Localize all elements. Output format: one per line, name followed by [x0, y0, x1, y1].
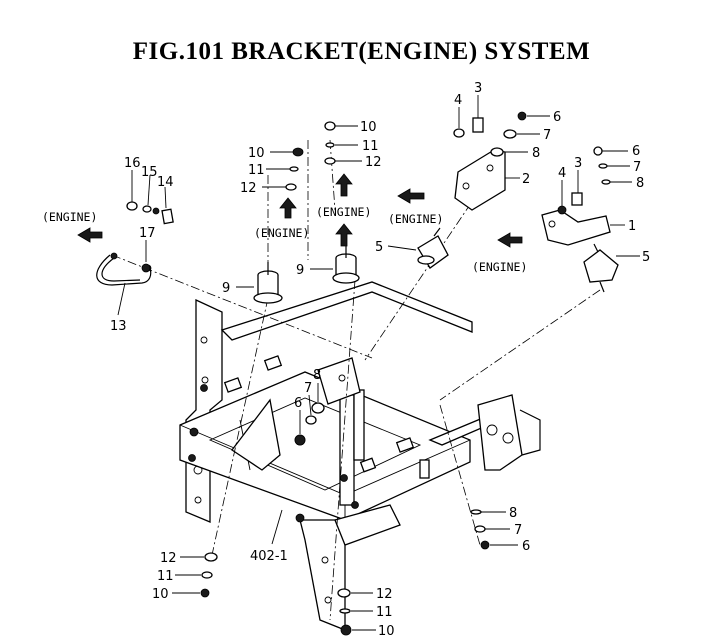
- fastener-group-left: [126, 170, 174, 273]
- callout-15: 15: [141, 165, 158, 180]
- engine-arrow-icon: [77, 227, 103, 243]
- engine-arrow-icon: [335, 173, 353, 197]
- engine-label: (ENGINE): [254, 226, 309, 240]
- callout-7: 7: [633, 160, 641, 175]
- callout-3: 3: [574, 156, 582, 171]
- callout-10: 10: [378, 624, 395, 639]
- callout-10: 10: [152, 587, 169, 602]
- callout-7: 7: [304, 381, 312, 396]
- callout-5: 5: [642, 250, 650, 265]
- callout-14: 14: [157, 175, 174, 190]
- callout-6: 6: [294, 396, 302, 411]
- engine-arrow-icon: [279, 197, 297, 219]
- callout-11: 11: [248, 163, 265, 178]
- frame-402-1: [179, 281, 473, 631]
- fastener-stack-bottom-right: [470, 509, 518, 550]
- callout-3: 3: [474, 81, 482, 96]
- engine-arrow-icon: [497, 232, 523, 248]
- callout-402-1: 402-1: [250, 549, 288, 564]
- callout-12: 12: [160, 551, 177, 566]
- callout-7: 7: [543, 128, 551, 143]
- bracket-1: [541, 209, 625, 246]
- callout-11: 11: [362, 139, 379, 154]
- callout-16: 16: [124, 156, 141, 171]
- engine-label: (ENGINE): [472, 260, 527, 274]
- rubber-mount-9-left: [236, 262, 283, 304]
- callouts: 1 2 3 3 4 4 5 5 6 6 6 6 7 7 7 7 8 8 8 8 …: [110, 81, 650, 639]
- engine-label: (ENGINE): [316, 205, 371, 219]
- callout-4: 4: [558, 166, 566, 181]
- rear-frame-bracket: [428, 394, 541, 471]
- fastener-group-right: [557, 146, 632, 215]
- bracket-2: [454, 149, 520, 211]
- callout-8: 8: [532, 146, 540, 161]
- callout-10: 10: [360, 120, 377, 135]
- fastener-group-center: [294, 383, 325, 446]
- callout-12: 12: [240, 181, 257, 196]
- callout-12: 12: [365, 155, 382, 170]
- fastener-stack-bottom-left: [172, 552, 218, 598]
- callout-6: 6: [553, 110, 561, 125]
- callout-17: 17: [139, 226, 156, 241]
- engine-label: (ENGINE): [388, 212, 443, 226]
- callout-8: 8: [313, 368, 321, 383]
- engine-arrow-icon: [397, 188, 425, 204]
- fastener-stack-10-11-12-mid: [324, 121, 362, 165]
- callout-11: 11: [157, 569, 174, 584]
- fastener-stack-bottom-mid: [337, 588, 376, 636]
- callout-5: 5: [375, 240, 383, 255]
- callout-7: 7: [514, 523, 522, 538]
- rubber-mount-5-mid: [387, 227, 449, 269]
- rubber-mount-9-right: [310, 244, 360, 284]
- engine-arrows: [77, 173, 523, 248]
- hose-13: [96, 252, 152, 316]
- callout-4: 4: [454, 93, 462, 108]
- callout-10: 10: [248, 146, 265, 161]
- callout-11: 11: [376, 605, 393, 620]
- engine-arrow-icon: [335, 223, 353, 247]
- callout-6: 6: [632, 144, 640, 159]
- fastener-stack-10-11-12-left: [262, 147, 304, 191]
- callout-8: 8: [636, 176, 644, 191]
- callout-9: 9: [296, 263, 304, 278]
- rubber-mount-5-right: [583, 243, 640, 293]
- callout-2: 2: [522, 172, 530, 187]
- figure-title: FIG.101 BRACKET(ENGINE) SYSTEM: [132, 38, 591, 65]
- callout-12: 12: [376, 587, 393, 602]
- callout-1: 1: [628, 219, 636, 234]
- engine-label: (ENGINE): [42, 210, 97, 224]
- callout-9: 9: [222, 281, 230, 296]
- callout-13: 13: [110, 319, 127, 334]
- callout-8: 8: [509, 506, 517, 521]
- fastener-group-top-mid: [453, 95, 550, 157]
- callout-6: 6: [522, 539, 530, 554]
